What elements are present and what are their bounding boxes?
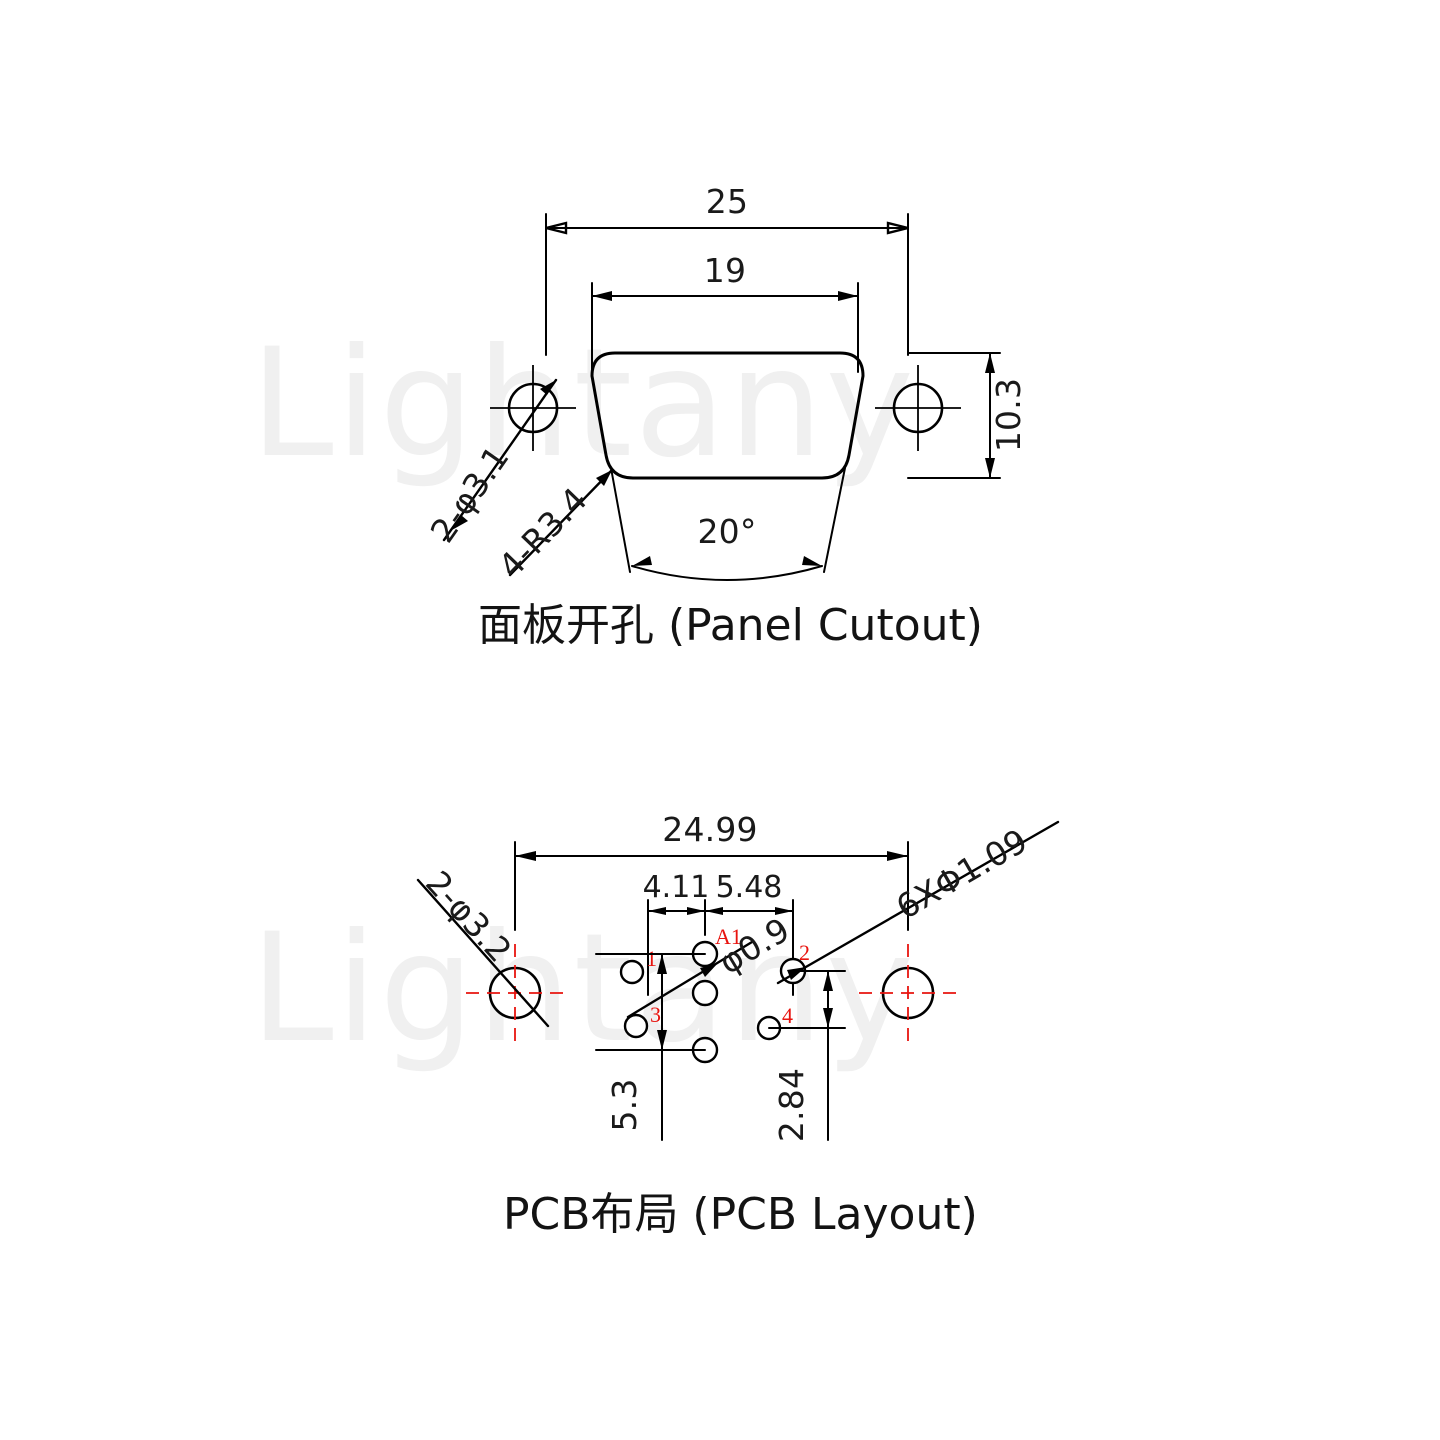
arrow-2phi31-tail bbox=[452, 515, 468, 530]
dim-label-20-deg: 20° bbox=[697, 512, 756, 551]
arrow-284-top bbox=[823, 971, 833, 991]
panel-cutout-caption: 面板开孔 (Panel Cutout) bbox=[478, 600, 983, 651]
leader-phi09 bbox=[626, 940, 754, 1019]
arrow-angle-right bbox=[802, 556, 822, 566]
arrow-411-right bbox=[687, 907, 705, 915]
pcb-pad-a1-label: A1 bbox=[715, 924, 742, 949]
dim-label-19: 19 bbox=[704, 251, 746, 290]
watermark-group: Lightany Lightany bbox=[250, 317, 916, 1076]
dim-label-6x-phi1-09: 6XΦ1.09 bbox=[890, 821, 1035, 927]
arrow-2499-right bbox=[887, 851, 908, 861]
dim-label-4-11: 4.11 bbox=[643, 870, 710, 905]
arrow-284-bottom bbox=[823, 1008, 833, 1028]
dim-label-10-3: 10.3 bbox=[989, 378, 1028, 452]
dim-label-2-84: 2.84 bbox=[772, 1068, 811, 1142]
arrow-25-left bbox=[545, 221, 568, 235]
dim-label-5-48: 5.48 bbox=[716, 870, 783, 905]
dim-label-24-99: 24.99 bbox=[662, 810, 757, 849]
watermark-bottom: Lightany bbox=[250, 902, 916, 1076]
pcb-pad-3-label: 3 bbox=[650, 1002, 661, 1027]
arrow-2phi31-tip bbox=[540, 380, 556, 395]
arrow-4r34-tip bbox=[596, 470, 612, 486]
arrow-2499-left bbox=[515, 851, 536, 861]
arrow-411-left bbox=[648, 907, 666, 915]
arrow-19-left bbox=[592, 291, 612, 301]
dim-label-5-3: 5.3 bbox=[605, 1078, 644, 1131]
pcb-layout-caption: PCB布局 (PCB Layout) bbox=[503, 1189, 978, 1240]
leader-2phi31 bbox=[442, 378, 558, 542]
arrow-103-bottom bbox=[985, 458, 995, 478]
arrow-548-right bbox=[775, 907, 793, 915]
pcb-pad-3 bbox=[623, 1013, 649, 1039]
arrow-103-top bbox=[985, 353, 995, 373]
pcb-pad-1 bbox=[619, 959, 645, 985]
watermark-top: Lightany bbox=[250, 317, 916, 491]
arrow-53-top bbox=[657, 954, 667, 974]
arrow-53-bottom bbox=[657, 1030, 667, 1050]
panel-cutout-outline bbox=[590, 351, 865, 480]
arrow-angle-left bbox=[632, 556, 652, 566]
pcb-pad-center bbox=[691, 979, 719, 1007]
pcb-pad-2-label: 2 bbox=[799, 940, 810, 965]
arrow-548-left bbox=[705, 907, 723, 915]
pcb-pad-4-label: 4 bbox=[782, 1003, 793, 1028]
angle-arc-20 bbox=[631, 565, 823, 581]
arrow-25-right bbox=[886, 221, 909, 235]
leader-2phi32 bbox=[416, 878, 550, 1028]
angle-ext-right bbox=[823, 467, 846, 573]
leader-6xphi109 bbox=[776, 820, 1060, 985]
angle-ext-left bbox=[610, 467, 631, 573]
arrow-19-right bbox=[838, 291, 858, 301]
dim-label-4-r3-4: 4-R3.4 bbox=[491, 480, 595, 586]
leader-4r34 bbox=[508, 468, 614, 577]
pcb-pad-1-label: 1 bbox=[646, 946, 657, 971]
dim-label-25: 25 bbox=[706, 182, 748, 221]
arrow-phi09 bbox=[700, 963, 718, 977]
